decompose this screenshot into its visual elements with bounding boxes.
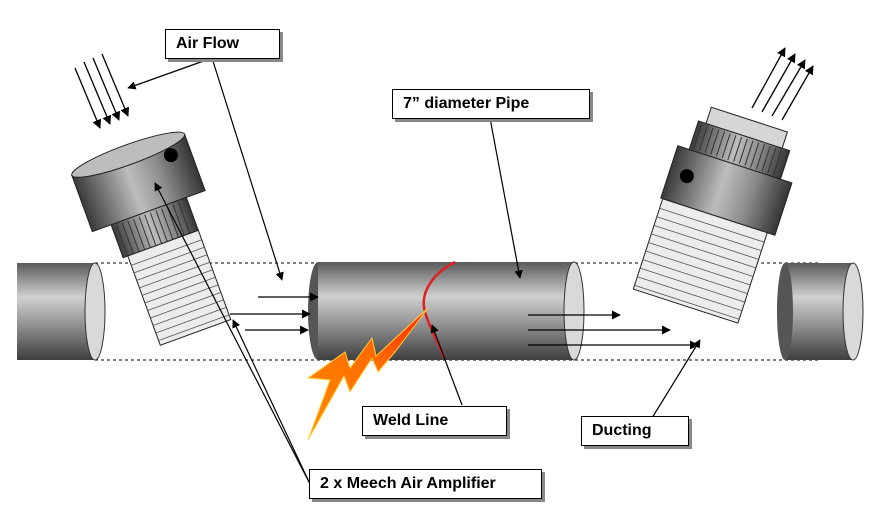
right-pipe-segment [777, 262, 864, 361]
flame-icon [306, 307, 429, 441]
left-air-amplifier [71, 131, 232, 346]
left-pipe-segment [17, 262, 106, 361]
outflow-arrows [528, 310, 699, 350]
outgoing-airflow-arrows [751, 47, 814, 121]
central-pipe [308, 261, 585, 361]
incoming-airflow-arrows [74, 53, 130, 129]
amplifier-label: 2 x Meech Air Amplifier [309, 469, 542, 499]
right-air-amplifier [632, 106, 793, 324]
air-flow-label: Air Flow [165, 29, 280, 59]
pipe-diameter-label: 7” diameter Pipe [392, 89, 590, 119]
inflow-arrows [230, 292, 319, 335]
callout-leaders [127, 57, 701, 485]
weld-line-label: Weld Line [362, 406, 507, 436]
ducting-label: Ducting [581, 416, 689, 446]
